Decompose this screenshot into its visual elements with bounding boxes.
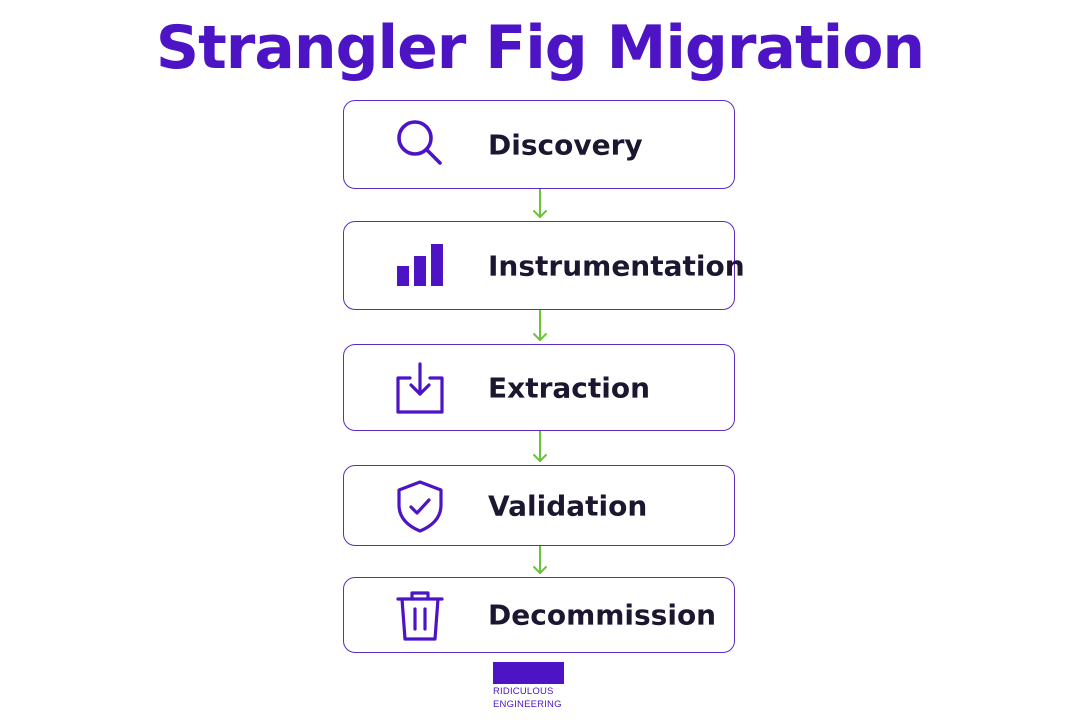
step-decommission: Decommission [343,577,735,653]
flow-arrow [532,189,548,221]
flow-arrow [532,310,548,344]
logo-bar [493,662,564,684]
search-icon [392,117,448,173]
brand-logo: RIDICULOUS ENGINEERING [493,662,565,710]
logo-line-1: RIDICULOUS [493,686,554,697]
shield-check-icon [392,478,448,534]
flow-arrow [532,431,548,465]
step-label: Decommission [488,598,717,632]
step-label: Extraction [488,371,651,404]
step-validation: Validation [343,465,735,546]
step-label: Discovery [488,128,643,161]
diagram-title: Strangler Fig Migration [155,13,925,83]
step-extraction: Extraction [343,344,735,431]
step-label: Instrumentation [488,249,745,282]
flow-arrow [532,546,548,577]
step-label: Validation [488,489,648,522]
trash-icon [392,587,448,643]
download-tray-icon [392,360,448,416]
step-instrumentation: Instrumentation [343,221,745,310]
bar-chart-icon [392,238,448,294]
step-discovery: Discovery [343,100,735,189]
logo-line-2: ENGINEERING [493,699,562,710]
